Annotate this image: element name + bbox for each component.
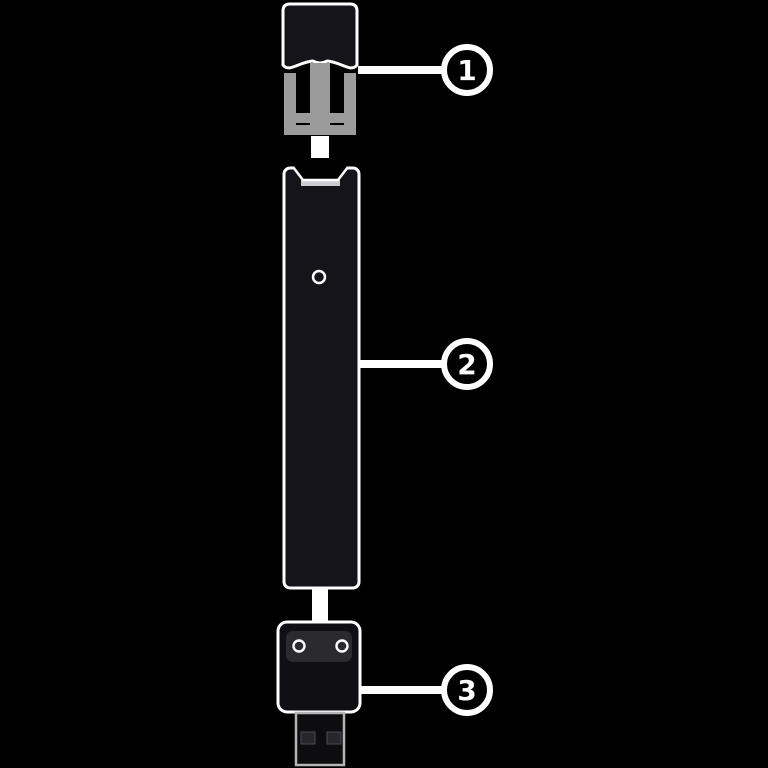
usb-slot-left — [300, 731, 316, 745]
device-led-indicator — [311, 269, 327, 285]
pod-tank — [284, 63, 356, 135]
badge-number-1: 1 — [457, 54, 476, 87]
charger-icon — [276, 620, 362, 767]
callout-badge-3: 3 — [441, 664, 493, 716]
charger-contact-panel — [286, 631, 352, 662]
device-icon — [282, 166, 361, 622]
callout-line-3 — [360, 686, 444, 694]
device-socket-edge — [292, 166, 349, 182]
callout-badge-2: 2 — [441, 338, 493, 390]
charger-contact-right — [335, 639, 349, 653]
badge-number-3: 3 — [457, 674, 476, 707]
device-socket-notch — [293, 166, 348, 182]
usb-slot-right — [326, 731, 342, 745]
device-body — [282, 166, 361, 590]
device-socket-shelf — [301, 180, 340, 186]
badge-number-2: 2 — [457, 348, 476, 381]
pod-mouthpiece — [281, 2, 359, 70]
callout-badge-1: 1 — [441, 44, 493, 96]
pod-connector-stub — [311, 136, 329, 158]
callout-line-2 — [360, 360, 444, 368]
device-connector-stub — [312, 589, 328, 622]
callout-line-1 — [358, 66, 444, 74]
charger-contact-left — [292, 639, 306, 653]
pod-icon — [281, 2, 359, 158]
